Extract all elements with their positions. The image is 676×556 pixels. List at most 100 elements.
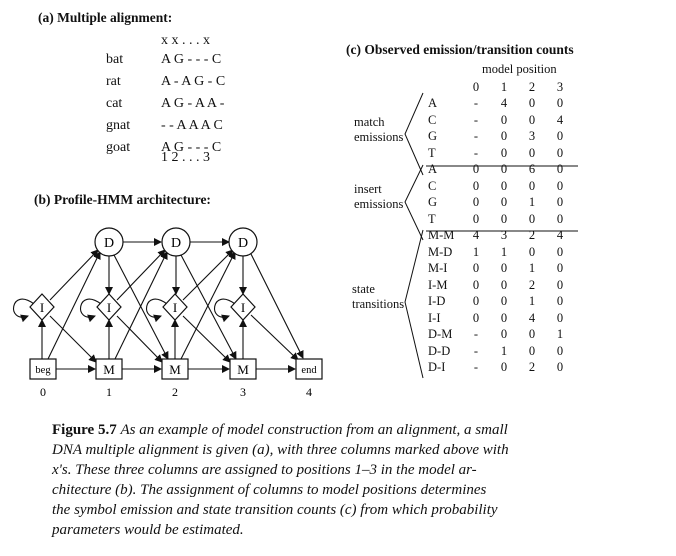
count-cell: 0 [472,162,480,177]
row-key: T [428,211,436,226]
alignment-positions: 1 2 . . . 3 [161,150,210,165]
count-cell: 0 [500,195,508,210]
row-key: T [428,145,436,160]
count-cell: 0 [528,178,536,193]
group-label-line: transitions [352,297,405,311]
position-number: 3 [240,385,246,399]
count-cell: 0 [500,261,508,276]
row-key: A [428,162,438,177]
count-cell: 0 [500,129,508,144]
count-cell: 0 [556,162,564,177]
count-cell: 0 [500,327,508,342]
row-key: G [428,195,438,210]
seq-name: cat [106,96,123,111]
caption-line: the symbol emission and state transition… [52,502,498,518]
count-cell: 0 [472,310,480,325]
section-a-title: (a) Multiple alignment: [38,10,173,25]
position-number: 2 [172,385,178,399]
edge-i1-m2 [116,315,163,363]
count-cell: 0 [500,277,508,292]
group-label-line: state [352,282,375,296]
caption-line: parameters would be estimated. [52,522,244,538]
alignment-row: gnat - - A A A C [106,118,306,140]
table-header-row: 0 1 2 3 [424,79,574,96]
count-cell: 0 [556,178,564,193]
count-cell: 0 [528,211,536,226]
count-cell: 0 [500,145,508,160]
figure-label: Figure 5.7 [52,422,117,438]
count-cell: 4 [500,96,508,111]
seq-name: bat [106,52,124,67]
count-cell: 0 [556,145,564,160]
count-cell: 4 [556,112,564,127]
column-header: 1 [500,79,508,94]
match-state-1: M [95,358,123,380]
count-cell: 0 [500,112,508,127]
match-state-label: M [103,362,115,377]
match-state-3: M [229,358,257,380]
count-cell: 0 [472,195,480,210]
count-cell: 0 [500,178,508,193]
seq-name: rat [106,74,121,89]
row-key: C [428,112,437,127]
alignment-row: cat A G - A A - [106,96,306,118]
count-cell: 1 [528,294,536,309]
edge-m1-d2 [114,251,168,360]
count-cell: 0 [528,244,536,259]
count-cell: 0 [556,261,564,276]
count-cell: 0 [528,112,536,127]
position-number: 4 [306,385,312,399]
count-cell: 3 [500,228,508,243]
position-number: 0 [40,385,46,399]
count-cell: - [473,96,479,111]
alignment-rows: bat A G - - - C rat A - A G - C cat A G … [106,52,306,162]
count-cell: 0 [528,145,536,160]
end-state-label: end [301,365,317,376]
count-cell: 4 [528,310,536,325]
count-cell: 0 [472,277,480,292]
count-cell: 0 [556,277,564,292]
count-cell: 1 [472,244,480,259]
table-rules [426,165,578,232]
bracket-transitions [404,229,424,379]
count-cell: 0 [500,360,508,375]
edge-d2-m3 [180,254,237,360]
delete-state-label: D [171,236,181,251]
caption-line: As an example of model construction from… [120,422,508,438]
delete-state-1: D [94,227,124,257]
edge-i0-d1 [49,249,99,301]
delete-state-3: D [228,227,258,257]
group-label-line: insert [354,182,382,196]
count-cell: 0 [528,96,536,111]
seq-name: gnat [106,118,131,133]
insert-state-0: I [29,293,55,321]
edge-i2-m3 [182,315,231,363]
column-header: 3 [556,79,564,94]
edge-beg-d1 [47,251,101,360]
count-cell: 0 [528,343,536,358]
group-label-line: emissions [354,197,404,211]
caption-line: x's. These three columns are assigned to… [52,462,477,478]
seq-name: goat [106,140,131,155]
profile-hmm-diagram: D D D I I I I beg M M M end [13,227,323,399]
count-cell: 1 [500,343,508,358]
count-cell: 0 [556,195,564,210]
count-cell: 0 [556,244,564,259]
count-cell: 4 [472,228,480,243]
count-cell: 4 [556,228,564,243]
row-key: I-I [428,310,441,325]
count-cell: 0 [500,211,508,226]
edge-i0-m1 [49,315,97,363]
caption-line: DNA multiple alignment is given (a), wit… [52,442,509,458]
